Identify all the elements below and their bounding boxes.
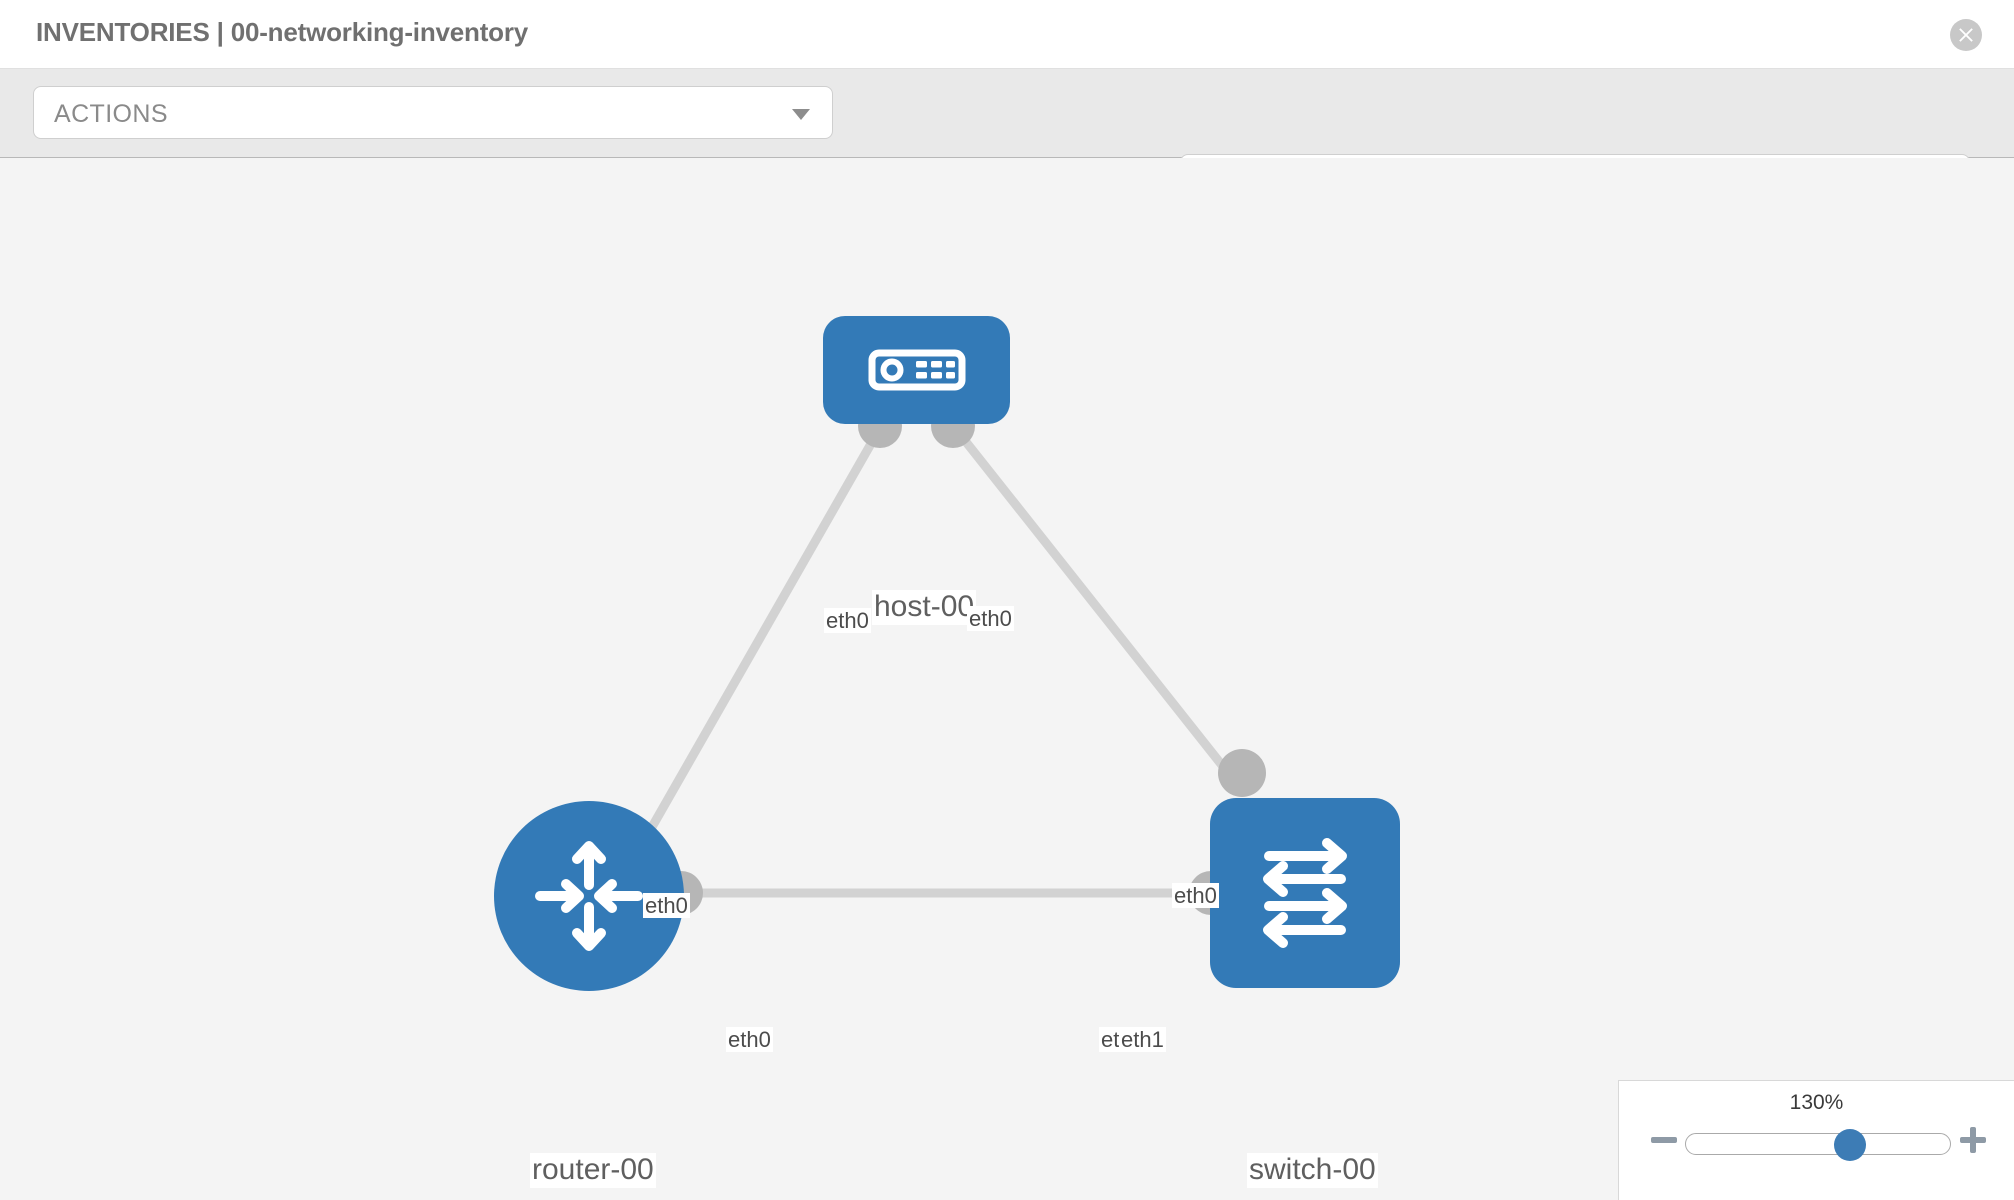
- zoom-slider-thumb[interactable]: [1834, 1129, 1866, 1161]
- page-header: INVENTORIES | 00-networking-inventory: [0, 0, 2014, 68]
- iface-label-host-left: eth0: [824, 608, 871, 634]
- iface-label-switch-left-over: eth1: [1119, 1027, 1166, 1053]
- chevron-down-icon: [792, 109, 810, 120]
- topology-links-layer: [636, 404, 1266, 915]
- link-host-switch: [951, 425, 1244, 791]
- node-label-switch-00: switch-00: [1247, 1153, 1378, 1188]
- switch-arrows-icon: [1263, 838, 1347, 948]
- zoom-slider[interactable]: [1685, 1129, 1951, 1161]
- close-icon[interactable]: [1950, 19, 1982, 51]
- router-arrows-icon: [535, 841, 643, 951]
- iface-label-switch-uplink: eth0: [1172, 883, 1219, 909]
- iface-label-host-right: eth0: [967, 606, 1014, 632]
- page-title: INVENTORIES | 00-networking-inventory: [36, 17, 529, 47]
- zoom-out-button[interactable]: [1649, 1125, 1679, 1161]
- actions-dropdown[interactable]: ACTIONS: [33, 86, 833, 139]
- node-switch-00[interactable]: [1210, 798, 1400, 988]
- iface-label-router-right: eth0: [726, 1027, 773, 1053]
- node-host-00[interactable]: [823, 316, 1010, 424]
- server-icon: [868, 349, 965, 391]
- toolbar: ACTIONS SEARCH: [0, 68, 2014, 207]
- connector-switch-top: [1218, 749, 1266, 797]
- iface-label-router-uplink: eth0: [643, 893, 690, 919]
- link-host-router: [636, 425, 884, 851]
- zoom-in-button[interactable]: [1958, 1125, 1988, 1161]
- zoom-control-panel: 130%: [1618, 1080, 2014, 1200]
- node-label-host-00: host-00: [872, 590, 977, 625]
- topology-canvas[interactable]: host-00 router-00 switch-00 eth0 eth0 et…: [0, 158, 2014, 1200]
- node-label-router-00: router-00: [530, 1153, 656, 1188]
- zoom-level-label: 130%: [1789, 1091, 1844, 1114]
- actions-dropdown-label: ACTIONS: [54, 100, 168, 128]
